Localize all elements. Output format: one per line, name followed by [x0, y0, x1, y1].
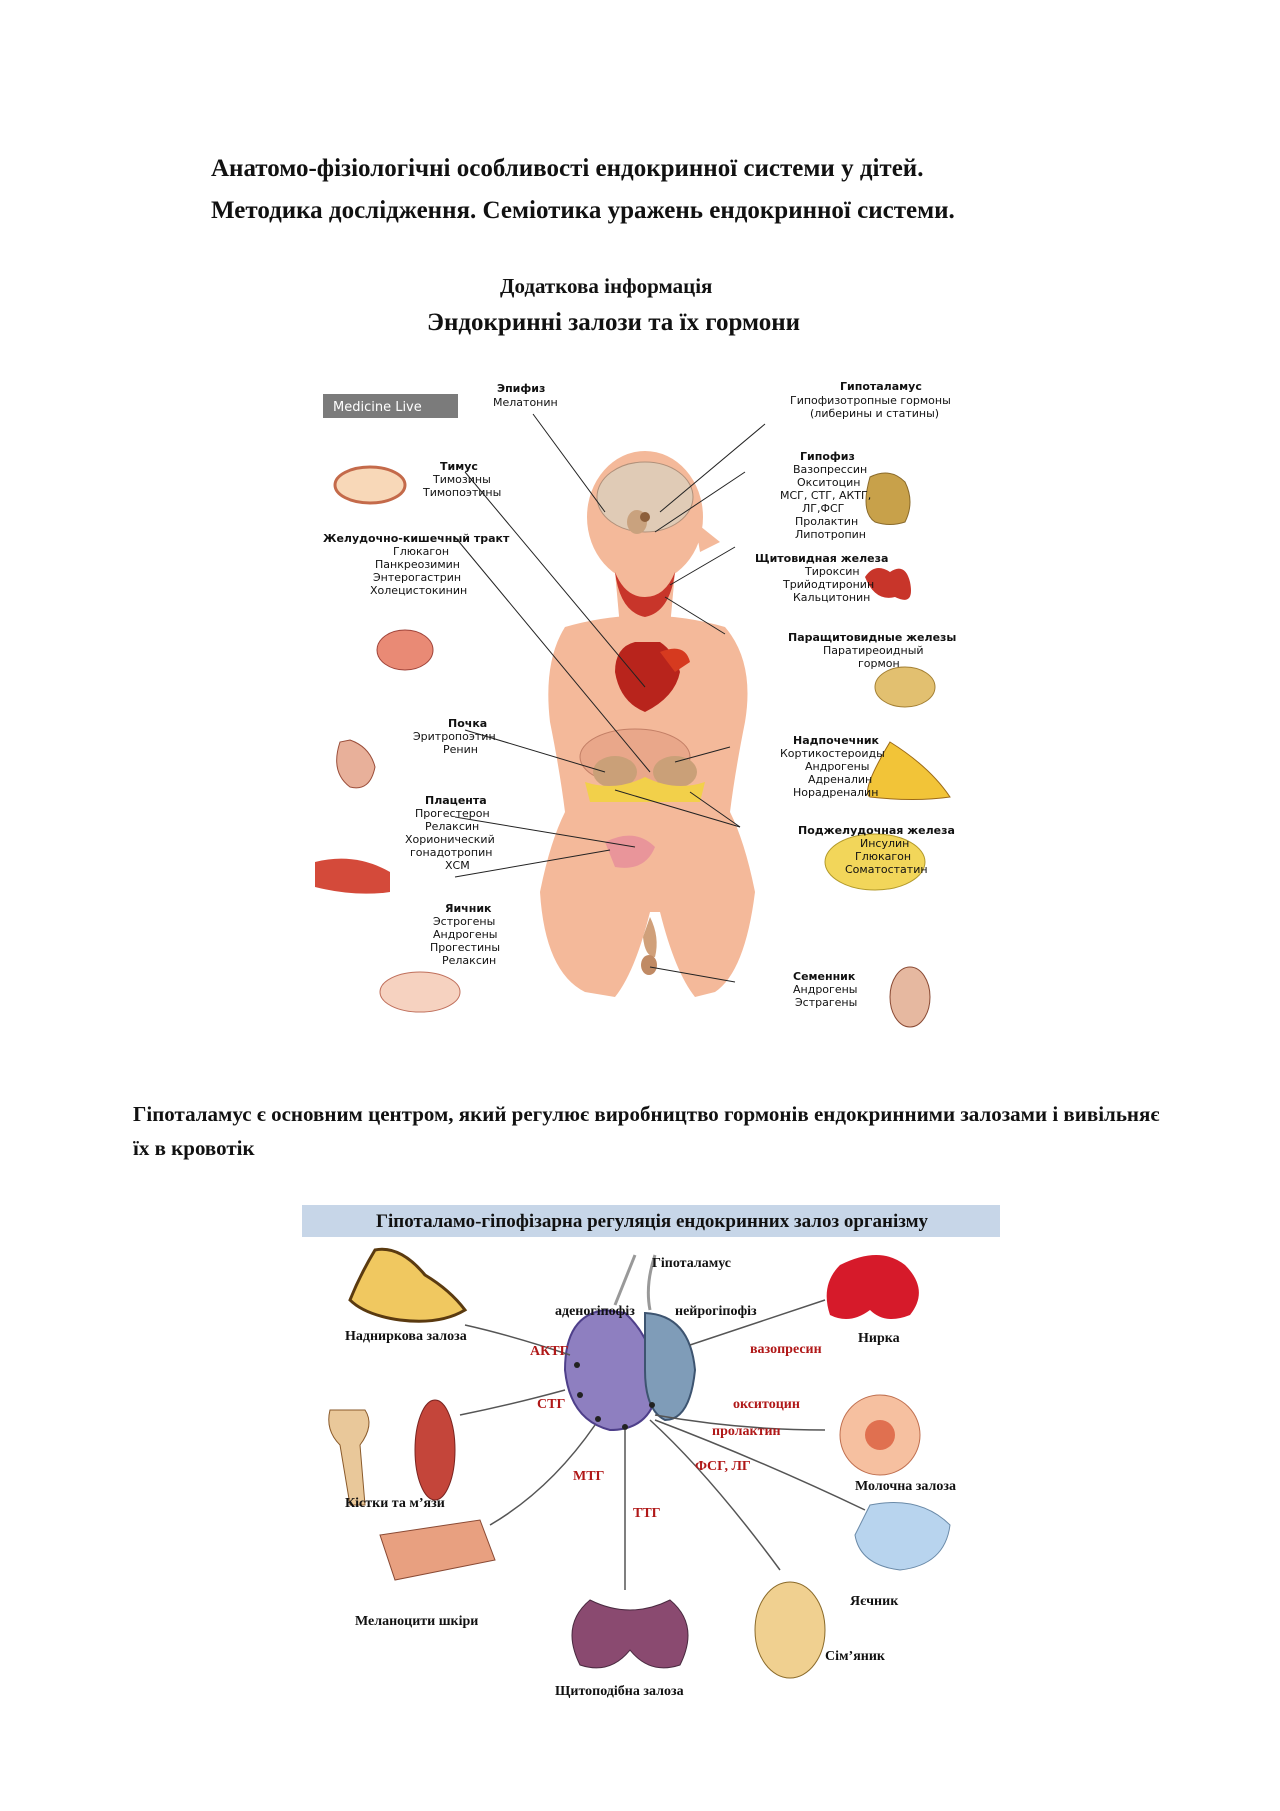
- svg-text:Хорионический: Хорионический: [405, 833, 495, 846]
- svg-text:Глюкагон: Глюкагон: [393, 545, 449, 558]
- svg-text:Тироксин: Тироксин: [804, 565, 860, 578]
- human-body-silhouette: [540, 451, 755, 997]
- hormone-vasopressin: вазопресин: [750, 1342, 822, 1357]
- svg-text:Трийодтиронин: Трийодтиронин: [782, 578, 874, 591]
- svg-text:Панкреозимин: Панкреозимин: [375, 558, 460, 571]
- label-epiphysis: Эпифиз: [497, 382, 545, 395]
- svg-text:Паратиреоидный: Паратиреоидный: [823, 644, 924, 657]
- svg-text:Глюкагон: Глюкагон: [855, 850, 911, 863]
- hormone-oxytocin: окситоцин: [733, 1397, 800, 1412]
- label-adrenal: Надпочечник: [793, 734, 880, 747]
- pituitary-illustration: [563, 1254, 697, 1432]
- svg-text:Эритропоэтин: Эритропоэтин: [413, 730, 496, 743]
- svg-text:МСГ, СТГ, АКТГ,: МСГ, СТГ, АКТГ,: [780, 489, 871, 502]
- svg-text:Липотропин: Липотропин: [795, 528, 866, 541]
- hormone-actg: АКТГ: [530, 1344, 569, 1359]
- label-gi-tract: Желудочно-кишечный тракт: [323, 532, 510, 545]
- hormone-labels: АКТГ вазопресин СТГ окситоцин пролактин …: [530, 1342, 822, 1521]
- label-mammary-gland: Молочна залоза: [855, 1479, 956, 1494]
- label-thyroid: Щитоподібна залоза: [555, 1684, 684, 1699]
- label-ovary: Яичник: [445, 902, 492, 915]
- label-kidney: Нирка: [858, 1331, 900, 1346]
- label-bones-muscles: Кістки та м’язи: [345, 1496, 445, 1511]
- svg-text:(либерины и статины): (либерины и статины): [810, 407, 939, 420]
- label-skin-melanocytes: Меланоцити шкіри: [355, 1614, 478, 1629]
- page-title-line-1: Анатомо-фізіологічні особливості ендокри…: [211, 155, 924, 182]
- svg-text:гонадотропин: гонадотропин: [410, 846, 492, 859]
- svg-text:ХСМ: ХСМ: [445, 859, 470, 872]
- figure2-labels: Гіпоталамус аденогіпофіз нейрогіпофіз На…: [345, 1256, 956, 1699]
- subtitle: Додаткова інформація: [500, 274, 713, 298]
- hormone-prolactin: пролактин: [712, 1424, 781, 1439]
- page-title-line-2: Методика дослідження. Семіотика уражень …: [211, 197, 955, 224]
- endocrine-glands-figure: Medicine Live: [315, 372, 995, 1052]
- svg-text:Андрогены: Андрогены: [793, 983, 857, 996]
- label-pituitary: Гипофиз: [800, 450, 855, 463]
- svg-text:Эстрогены: Эстрогены: [433, 915, 495, 928]
- label-parathyroid: Паращитовидные железы: [788, 631, 956, 644]
- label-adenohypophysis: аденогіпофіз: [555, 1304, 635, 1319]
- svg-text:Холецистокинин: Холецистокинин: [370, 584, 467, 597]
- label-testis: Сім’яник: [825, 1649, 886, 1664]
- label-ovary: Яєчник: [850, 1594, 899, 1609]
- svg-text:Норадреналин: Норадреналин: [793, 786, 878, 799]
- organ-illustrations: [315, 465, 951, 1028]
- label-thymus: Тимус: [440, 460, 478, 473]
- figure2-title-band: [302, 1205, 1000, 1237]
- label-neurohypophysis: нейрогіпофіз: [675, 1304, 757, 1319]
- hypothalamic-pituitary-figure: Гіпоталамо-гіпофізарна регуляція ендокри…: [302, 1205, 1000, 1699]
- svg-text:Мелатонин: Мелатонин: [493, 396, 558, 409]
- label-placenta: Плацента: [425, 794, 487, 807]
- svg-text:Гипофизотропные гормоны: Гипофизотропные гормоны: [790, 394, 951, 407]
- label-pancreas: Поджелудочная железа: [798, 824, 955, 837]
- hormone-ttg: ТТГ: [633, 1506, 661, 1521]
- svg-text:гормон: гормон: [858, 657, 900, 670]
- gland-labels: Эпифиз Мелатонин Гипоталамус Гипофизотро…: [323, 380, 956, 1009]
- svg-text:Тимопоэтины: Тимопоэтины: [422, 486, 501, 499]
- svg-text:Тимозины: Тимозины: [432, 473, 491, 486]
- svg-text:Прогестерон: Прогестерон: [415, 807, 490, 820]
- label-kidney: Почка: [448, 717, 487, 730]
- hypothalamus-paragraph: Гіпоталамус є основним центром, який рег…: [133, 1102, 1160, 1160]
- svg-text:Кортикостероиды: Кортикостероиды: [780, 747, 885, 760]
- svg-text:Адреналин: Адреналин: [808, 773, 872, 786]
- hormone-mtg: МТГ: [573, 1469, 605, 1484]
- svg-text:Инсулин: Инсулин: [860, 837, 909, 850]
- label-testis: Семенник: [793, 970, 856, 983]
- hormone-fsg-lg: ФСГ, ЛГ: [695, 1459, 751, 1474]
- hormone-stg: СТГ: [537, 1397, 565, 1412]
- label-hypothalamus: Гипоталамус: [840, 380, 922, 393]
- label-adrenal-gland: Надниркова залоза: [345, 1329, 467, 1344]
- section-title: Эндокринні залози та їх гормони: [427, 309, 801, 336]
- svg-text:ЛГ,ФСГ: ЛГ,ФСГ: [802, 502, 845, 515]
- svg-text:Окситоцин: Окситоцин: [797, 476, 860, 489]
- svg-text:Эстрагены: Эстрагены: [795, 996, 857, 1009]
- label-hypothalamus: Гіпоталамус: [652, 1256, 731, 1271]
- target-organs: [328, 1247, 951, 1679]
- figure2-title: Гіпоталамо-гіпофізарна регуляція ендокри…: [376, 1211, 929, 1232]
- svg-text:Энтерогастрин: Энтерогастрин: [373, 571, 461, 584]
- watermark-badge: [323, 394, 458, 418]
- svg-text:Прогестины: Прогестины: [430, 941, 500, 954]
- svg-text:Релаксин: Релаксин: [442, 954, 496, 967]
- svg-text:Релаксин: Релаксин: [425, 820, 479, 833]
- svg-text:Андрогены: Андрогены: [433, 928, 497, 941]
- label-thyroid: Щитовидная железа: [755, 552, 888, 565]
- svg-text:Ренин: Ренин: [443, 743, 478, 756]
- svg-text:Соматостатин: Соматостатин: [845, 863, 928, 876]
- svg-text:Андрогены: Андрогены: [805, 760, 869, 773]
- watermark-text: Medicine Live: [333, 400, 422, 415]
- svg-text:Пролактин: Пролактин: [795, 515, 858, 528]
- svg-text:Кальцитонин: Кальцитонин: [793, 591, 870, 604]
- svg-text:Вазопрессин: Вазопрессин: [793, 463, 867, 476]
